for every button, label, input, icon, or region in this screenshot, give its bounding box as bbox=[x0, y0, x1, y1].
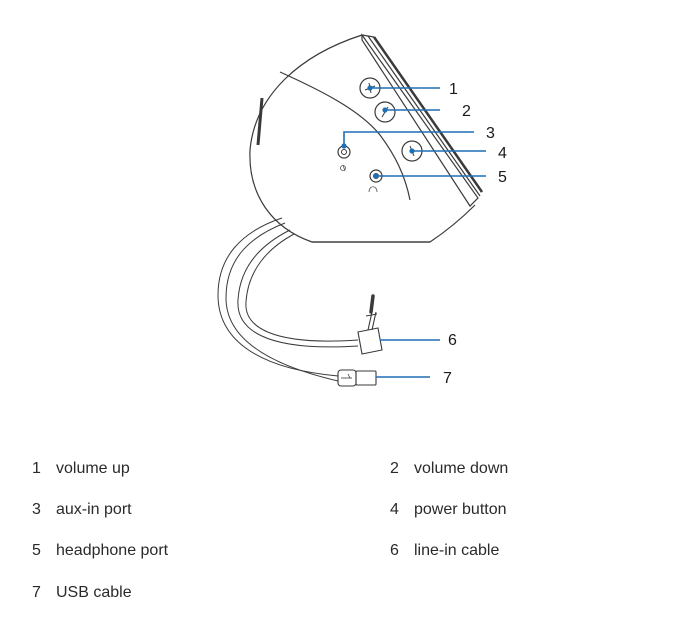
legend-label: line-in cable bbox=[414, 542, 500, 559]
legend-label: aux-in port bbox=[56, 501, 132, 518]
callout-number-2: 2 bbox=[462, 103, 471, 120]
legend-number: 4 bbox=[390, 501, 399, 518]
speaker-diagram: 1 2 3 4 5 6 7 bbox=[217, 33, 507, 387]
legend-label: volume up bbox=[56, 460, 130, 477]
legend-number: 6 bbox=[390, 542, 399, 559]
legend-number: 2 bbox=[390, 460, 399, 477]
legend-number: 3 bbox=[32, 501, 41, 518]
usb-icon bbox=[341, 373, 352, 379]
callout-line-3 bbox=[343, 131, 474, 146]
legend-item: 2 volume down bbox=[390, 460, 508, 478]
line-in-cable bbox=[357, 294, 383, 355]
legend-label: volume down bbox=[414, 460, 509, 477]
cable-bundle bbox=[217, 217, 359, 382]
legend-label: headphone port bbox=[56, 542, 169, 559]
callout-number-4: 4 bbox=[498, 145, 507, 162]
legend-item: 3 aux-in port bbox=[32, 501, 132, 519]
headphone-icon bbox=[368, 186, 378, 193]
legend-item: 6 line-in cable bbox=[390, 542, 499, 560]
callout-number-6: 6 bbox=[448, 332, 457, 349]
legend-item: 7 USB cable bbox=[32, 584, 132, 602]
callout-lines bbox=[341, 85, 486, 378]
usb-cable bbox=[337, 369, 377, 387]
legend-number: 7 bbox=[32, 584, 41, 601]
legend-item: 5 headphone port bbox=[32, 542, 168, 560]
legend-item: 1 volume up bbox=[32, 460, 130, 478]
callout-number-3: 3 bbox=[486, 125, 495, 142]
speaker-body bbox=[249, 33, 484, 243]
legend: 1 volume up 2 volume down 3 aux-in port 4 po… bbox=[0, 448, 700, 618]
callout-number-1: 1 bbox=[449, 81, 458, 98]
legend-number: 5 bbox=[32, 542, 41, 559]
legend-label: USB cable bbox=[56, 584, 132, 601]
legend-number: 1 bbox=[32, 460, 41, 477]
headphone-port bbox=[368, 169, 383, 193]
legend-item: 4 power button bbox=[390, 501, 507, 519]
callout-number-7: 7 bbox=[443, 370, 452, 387]
legend-label: power button bbox=[414, 501, 507, 518]
aux-in-icon bbox=[340, 164, 346, 172]
aux-in-port bbox=[337, 145, 351, 172]
callout-number-5: 5 bbox=[498, 169, 507, 186]
